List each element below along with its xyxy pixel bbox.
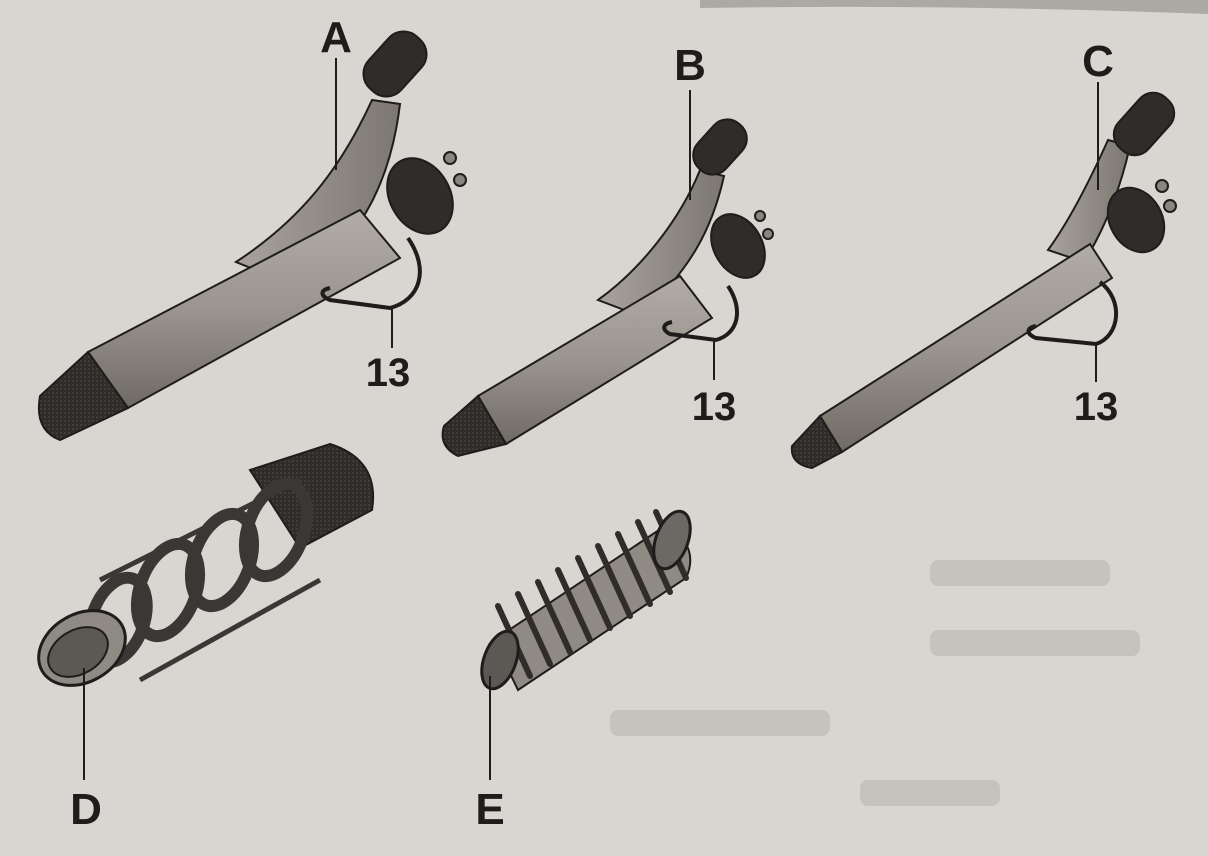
- label-a: A: [320, 13, 352, 62]
- attachment-b-pin: [763, 229, 773, 239]
- attachment-a-pin: [454, 174, 466, 186]
- label-e: E: [475, 785, 504, 834]
- label-13-c: 13: [1074, 385, 1119, 429]
- label-c: C: [1082, 37, 1114, 86]
- attachment-b-pin: [755, 211, 765, 221]
- label-13-b: 13: [692, 385, 737, 429]
- attachment-c-pin: [1164, 200, 1176, 212]
- label-13-a: 13: [366, 351, 411, 395]
- attachment-a-pin: [444, 152, 456, 164]
- label-b: B: [674, 41, 706, 90]
- attachment-c-pin: [1156, 180, 1168, 192]
- label-d: D: [70, 785, 102, 834]
